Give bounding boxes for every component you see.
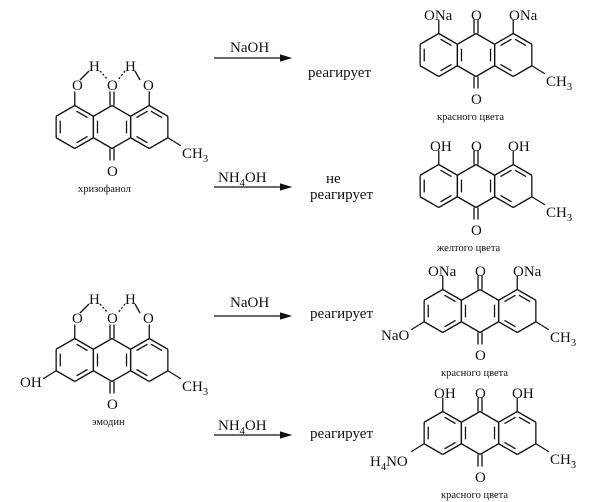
- product1-color: красного цвета: [437, 112, 504, 123]
- methyl-label: CH3: [546, 205, 572, 224]
- emodin-skeleton: [42, 324, 182, 394]
- methyl-label: CH3: [550, 330, 576, 349]
- svg-text:ONa: ONa: [428, 264, 457, 280]
- product2-labels: OH O OH CH3 O желтого цвета: [430, 139, 572, 254]
- svg-text:O: O: [143, 78, 154, 94]
- svg-text:O: O: [475, 348, 486, 364]
- svg-text:O: O: [107, 78, 118, 94]
- product4-labels: OH O OH H4NO CH3 O красного цвета: [370, 386, 576, 501]
- arrow-nh4oh-1: [214, 183, 293, 191]
- svg-text:O: O: [475, 264, 486, 280]
- svg-text:H: H: [89, 292, 100, 308]
- svg-text:O: O: [72, 311, 83, 327]
- emodin-labels: O H O H O OH CH3 O эмодин: [20, 292, 208, 428]
- methyl-label: CH3: [546, 74, 572, 93]
- methyl-label: CH3: [182, 379, 208, 398]
- svg-text:ONa: ONa: [513, 264, 542, 280]
- svg-text:OH: OH: [20, 375, 42, 391]
- arrow-nh4oh-2: [214, 431, 293, 439]
- product1-labels: ONa O ONa CH3 O красного цвета: [424, 8, 572, 123]
- arrow-naoh-2: [214, 312, 293, 320]
- svg-text:OH: OH: [430, 139, 452, 155]
- product2-skeleton: [419, 150, 546, 220]
- svg-text:NaO: NaO: [381, 328, 409, 344]
- arrow-naoh-1: [214, 54, 293, 62]
- product3-color: красного цвета: [441, 368, 508, 379]
- reagent-nh4oh-2: NH4OH: [218, 418, 267, 437]
- svg-text:O: O: [475, 386, 486, 402]
- product4-skeleton: [410, 397, 550, 467]
- emodin-name: эмодин: [92, 417, 125, 428]
- result-text-1: реагирует: [308, 65, 371, 81]
- svg-text:H: H: [125, 59, 136, 75]
- svg-text:O: O: [72, 78, 83, 94]
- product2-color: желтого цвета: [436, 243, 501, 254]
- svg-text:ONa: ONa: [424, 8, 453, 24]
- svg-text:O: O: [107, 311, 118, 327]
- result-text-3: реагирует: [310, 306, 373, 322]
- reagent-naoh-2: NaOH: [230, 295, 269, 311]
- reagent-nh4oh-1: NH4OH: [218, 170, 267, 189]
- svg-text:O: O: [107, 397, 118, 413]
- svg-text:H4NO: H4NO: [370, 454, 408, 473]
- product1-skeleton: [419, 19, 546, 89]
- svg-text:O: O: [475, 470, 486, 486]
- chrysophanol-skeleton: [55, 91, 182, 161]
- svg-text:OH: OH: [512, 386, 534, 402]
- svg-text:O: O: [471, 92, 482, 108]
- methyl-label: CH3: [182, 146, 208, 165]
- chrysophanol-labels: O H O H O CH3 O хризофанол: [72, 59, 208, 195]
- svg-text:OH: OH: [508, 139, 530, 155]
- reagent-naoh-1: NaOH: [230, 40, 269, 56]
- svg-text:OH: OH: [434, 386, 456, 402]
- result-text-2a: не: [326, 171, 341, 187]
- svg-text:O: O: [143, 311, 154, 327]
- result-text-2b: реагирует: [310, 187, 373, 203]
- product4-color: красного цвета: [441, 490, 508, 501]
- product3-labels: ONa O ONa NaO CH3 O красного цвета: [381, 264, 576, 379]
- svg-text:O: O: [471, 223, 482, 239]
- svg-text:H: H: [125, 292, 136, 308]
- svg-text:ONa: ONa: [509, 8, 538, 24]
- chrysophanol-name: хризофанол: [78, 184, 131, 195]
- result-text-4: реагирует: [310, 426, 373, 442]
- svg-text:H: H: [89, 59, 100, 75]
- methyl-label: CH3: [550, 452, 576, 471]
- svg-text:O: O: [471, 139, 482, 155]
- product3-skeleton: [410, 275, 550, 345]
- svg-text:O: O: [471, 8, 482, 24]
- svg-text:O: O: [107, 164, 118, 180]
